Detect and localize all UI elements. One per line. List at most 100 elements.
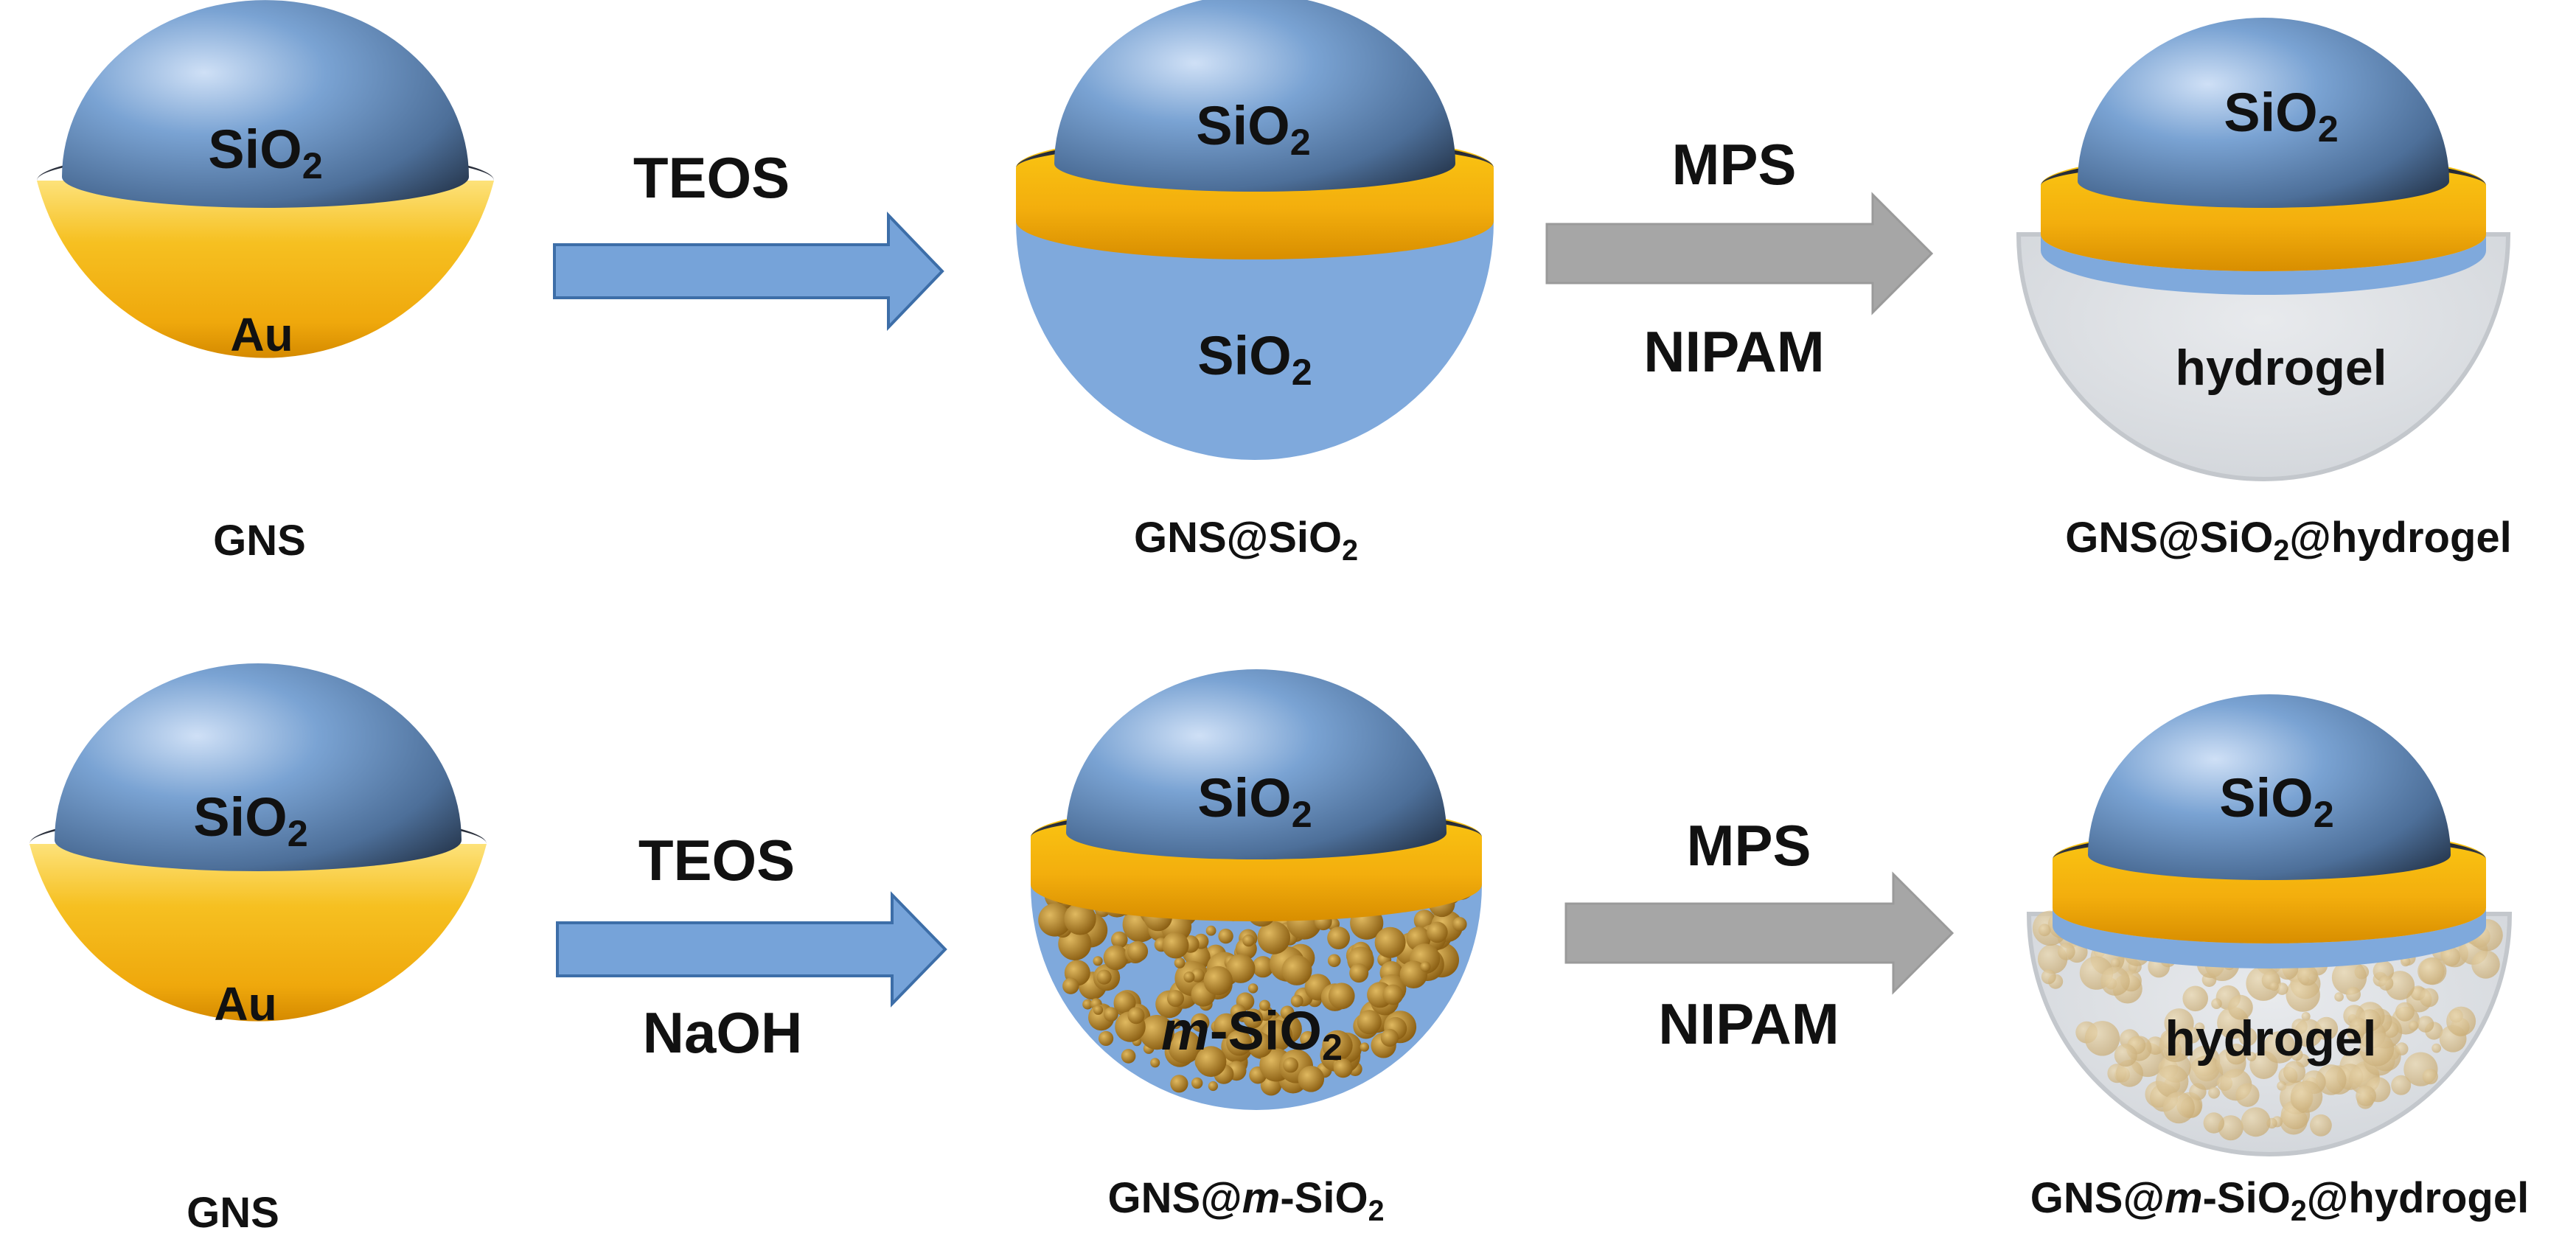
- pore: [2385, 971, 2415, 1000]
- pore: [2159, 1029, 2192, 1062]
- pore: [1064, 903, 1096, 935]
- pore: [2041, 969, 2056, 985]
- core-label: SiO2: [193, 786, 307, 854]
- pore: [2238, 1027, 2258, 1047]
- pore: [2359, 1031, 2395, 1067]
- silica-core: [2078, 18, 2449, 208]
- arrow-top-label: MPS: [1671, 132, 1796, 197]
- pore: [2310, 1114, 2332, 1137]
- pore: [1111, 931, 1128, 949]
- pore: [1333, 1058, 1353, 1078]
- pore: [2263, 1031, 2296, 1064]
- pore: [1205, 925, 1216, 936]
- gold-label: Au: [214, 977, 276, 1030]
- pore: [1290, 994, 1303, 1008]
- pore: [1327, 954, 1341, 968]
- pore: [2331, 960, 2367, 995]
- pore: [2422, 1069, 2438, 1085]
- pore: [1259, 999, 1270, 1011]
- pore: [2314, 1016, 2339, 1041]
- pore: [1104, 1007, 1118, 1022]
- hydrogel-label: hydrogel: [2165, 1011, 2376, 1067]
- pore: [2182, 985, 2208, 1012]
- pore: [2241, 1107, 2271, 1137]
- pore: [2203, 1112, 2224, 1134]
- caption-gns-row2: GNS: [187, 1189, 279, 1237]
- pore: [1203, 966, 1233, 996]
- pore: [2156, 1064, 2189, 1098]
- pore: [2188, 1055, 2224, 1090]
- particle-gns-row1: SiO2 Au: [37, 0, 494, 361]
- pore: [1243, 1008, 1263, 1029]
- pore: [1127, 1007, 1145, 1025]
- arrow-teos-naoh-row2: TEOS NaOH: [556, 828, 947, 1065]
- gold-shell: [29, 844, 487, 1022]
- pore: [2431, 1043, 2442, 1053]
- pore: [1380, 1028, 1399, 1047]
- pore: [2114, 1044, 2137, 1067]
- pore: [2283, 1061, 2305, 1083]
- pore: [2290, 1081, 2323, 1113]
- pore: [1127, 940, 1149, 962]
- pore: [1420, 961, 1431, 972]
- pore: [2350, 1018, 2369, 1036]
- pore: [1452, 917, 1467, 932]
- pore: [1300, 1030, 1316, 1047]
- arrow-bottom-label: NaOH: [643, 1000, 803, 1065]
- pore: [1191, 1077, 1203, 1089]
- caption-gns-sio2-row1: GNS@SiO2: [1133, 514, 1359, 568]
- pore: [2058, 943, 2075, 960]
- pore: [2419, 988, 2439, 1008]
- silica-core: [1066, 669, 1447, 859]
- pore: [1281, 954, 1312, 985]
- pore: [1283, 1057, 1299, 1073]
- pore: [2100, 966, 2130, 996]
- pore: [2038, 924, 2051, 937]
- pore: [1195, 1046, 1227, 1078]
- pore: [1322, 1030, 1353, 1061]
- pore: [1150, 1058, 1160, 1068]
- pore: [1099, 1030, 1114, 1046]
- particle-gns-sio2-hydrogel-row1: SiO2 hydrogel: [2016, 18, 2511, 481]
- silica-layer: [2053, 908, 2486, 968]
- arrow-top-label: MPS: [1686, 813, 1811, 878]
- gold-label: Au: [230, 308, 293, 361]
- pore: [2084, 1021, 2120, 1056]
- pore: [2218, 1115, 2243, 1141]
- pore: [1113, 991, 1136, 1014]
- pore: [1191, 1013, 1210, 1032]
- pore: [2301, 1012, 2311, 1021]
- pore: [2471, 950, 2500, 979]
- core-label: SiO2: [1196, 95, 1310, 163]
- shell-label: m-SiO2: [1161, 1000, 1343, 1068]
- hydrogel-label: hydrogel: [2175, 340, 2387, 396]
- pore: [1374, 926, 1406, 958]
- silica-core: [62, 0, 469, 208]
- pore: [1357, 1010, 1382, 1035]
- pore: [1247, 1032, 1273, 1058]
- pore: [1103, 945, 1129, 971]
- pore: [1226, 954, 1256, 983]
- pore: [1298, 1066, 1325, 1092]
- pore: [2269, 981, 2279, 991]
- silica-core: [1054, 0, 1455, 192]
- pore: [1171, 1019, 1182, 1029]
- pore: [1038, 903, 1072, 937]
- gold-shell: [37, 181, 494, 358]
- caption-gns-sio2-hydrogel-row1: GNS@SiO2@hydrogel: [2065, 514, 2512, 568]
- pore: [2378, 975, 2394, 991]
- pore: [1280, 1005, 1295, 1020]
- pore: [2391, 1075, 2412, 1095]
- pore: [1062, 977, 1079, 994]
- pore: [2110, 957, 2120, 968]
- pore: [2116, 1059, 2143, 1087]
- shell-label: SiO2: [1197, 325, 1312, 393]
- arrow-bottom-label: NIPAM: [1658, 991, 1839, 1056]
- caption-gns-msio2-row2: GNS@m-SiO2: [1107, 1174, 1385, 1228]
- pore: [1218, 928, 1233, 944]
- pore: [1167, 990, 1184, 1008]
- pore: [1093, 956, 1103, 966]
- pore: [2226, 1044, 2247, 1065]
- pore: [2446, 1006, 2476, 1036]
- pore: [2297, 965, 2318, 986]
